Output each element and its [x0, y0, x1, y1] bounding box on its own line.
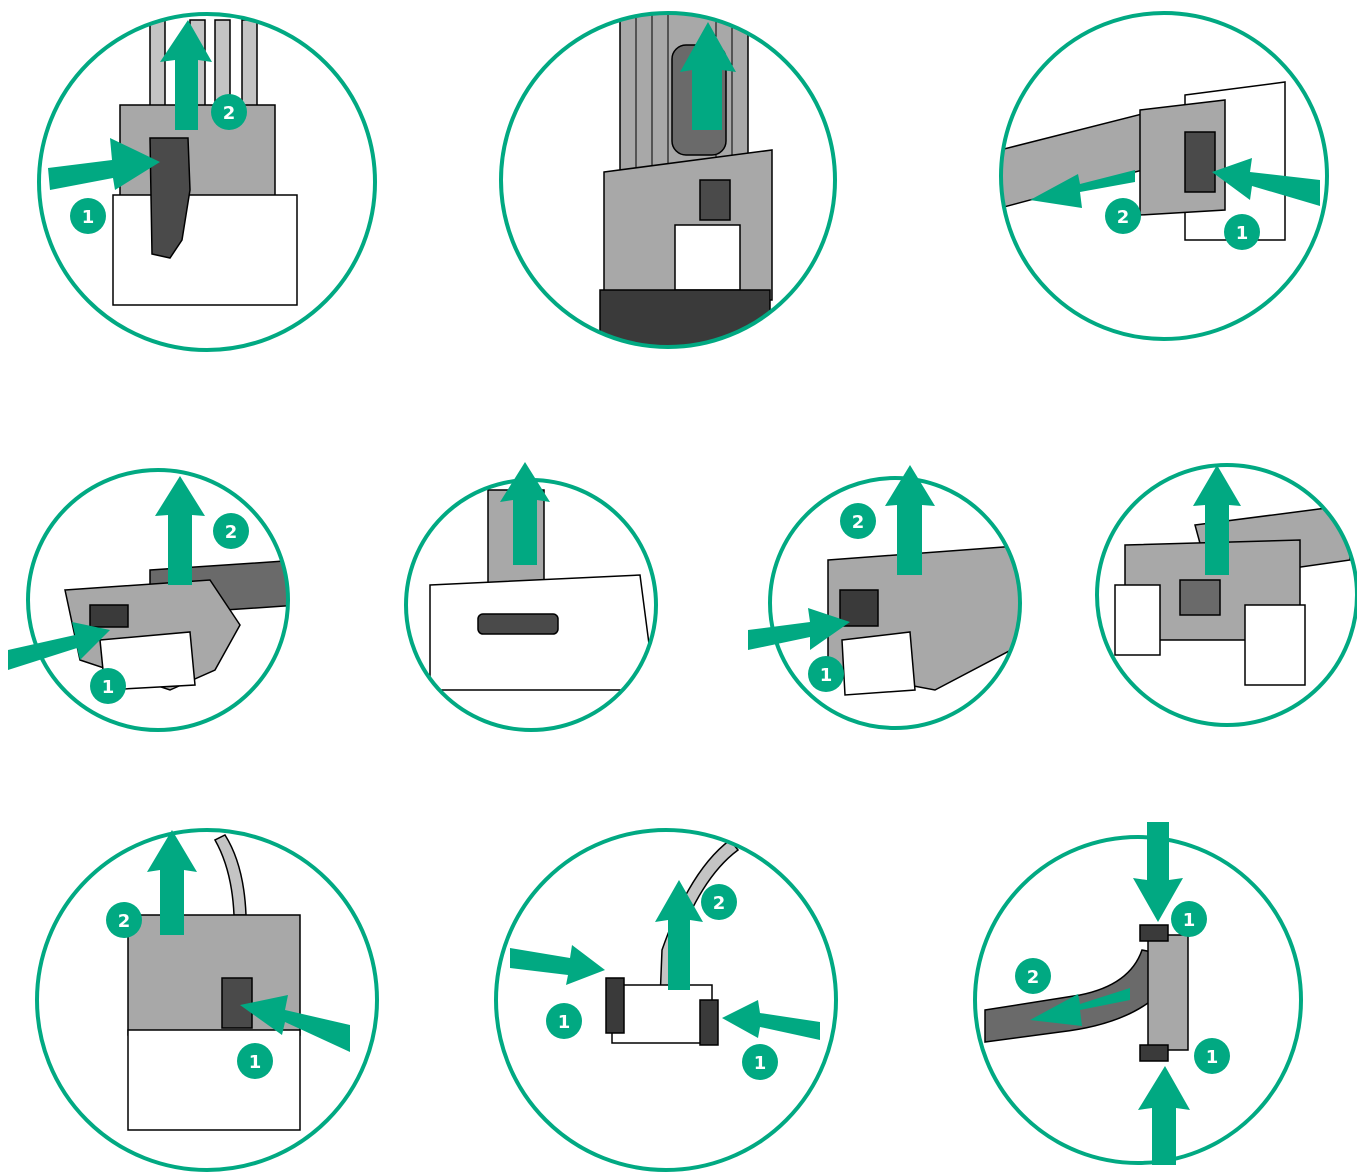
latch [478, 614, 558, 634]
svg-text:2: 2 [118, 911, 131, 932]
latch-tab [222, 978, 252, 1028]
step-badge-1: 1 [1194, 1038, 1230, 1074]
right-housing [1245, 605, 1305, 685]
svg-text:1: 1 [558, 1012, 571, 1033]
connector-body [612, 985, 712, 1043]
connector-header [113, 195, 297, 305]
svg-text:2: 2 [1117, 207, 1130, 228]
svg-text:2: 2 [1027, 967, 1040, 988]
svg-text:1: 1 [82, 207, 95, 228]
latch-bottom [1140, 1045, 1168, 1061]
socket [675, 225, 740, 290]
connector-body [1148, 935, 1188, 1050]
svg-text:1: 1 [1236, 223, 1249, 244]
svg-text:1: 1 [249, 1052, 262, 1073]
panel-3: 2 1 [1000, 13, 1327, 339]
panel-6: 2 1 [748, 465, 1030, 728]
step-badge-1: 1 [808, 656, 844, 692]
connector-header [128, 1030, 300, 1130]
step-badge-1: 1 [70, 198, 106, 234]
step-badge-1: 1 [546, 1003, 582, 1039]
svg-text:2: 2 [225, 522, 238, 543]
press-arrow-right [722, 1000, 820, 1040]
latch [1180, 580, 1220, 615]
svg-text:1: 1 [820, 665, 833, 686]
panel-10: 1 2 1 [975, 822, 1301, 1165]
latch [700, 180, 730, 220]
left-housing [1115, 585, 1160, 655]
press-arrow-left [510, 945, 605, 985]
latch-top [1140, 925, 1168, 941]
latch-right [700, 1000, 718, 1045]
step-badge-1: 1 [237, 1043, 273, 1079]
panel-7 [1097, 465, 1357, 725]
latch [1185, 132, 1215, 192]
step-badge-1: 1 [1224, 214, 1260, 250]
socket [842, 632, 915, 695]
panel-8: 2 1 [37, 830, 377, 1170]
latch-left [606, 978, 624, 1033]
step-badge-2: 2 [1015, 958, 1051, 994]
step-badge-2: 2 [840, 503, 876, 539]
svg-text:2: 2 [223, 103, 236, 124]
panel-9: 2 1 1 [496, 830, 836, 1170]
step-badge-2: 2 [701, 884, 737, 920]
step-badge-2: 2 [213, 513, 249, 549]
svg-text:1: 1 [1183, 910, 1196, 931]
panel-2 [501, 10, 835, 350]
panel-4: 2 1 [8, 470, 300, 730]
press-up-arrow [1138, 1066, 1190, 1165]
svg-text:2: 2 [713, 893, 726, 914]
latch [90, 605, 128, 627]
step-badge-1: 1 [1171, 901, 1207, 937]
cable [215, 835, 246, 915]
step-badge-1: 1 [90, 668, 126, 704]
svg-text:1: 1 [1206, 1047, 1219, 1068]
step-badge-1: 1 [742, 1044, 778, 1080]
step-badge-2: 2 [211, 94, 247, 130]
svg-text:2: 2 [852, 512, 865, 533]
panel-5 [406, 462, 656, 730]
svg-text:1: 1 [102, 677, 115, 698]
step-badge-2: 2 [106, 902, 142, 938]
step-badge-2: 2 [1105, 198, 1141, 234]
svg-text:1: 1 [754, 1053, 767, 1074]
panel-1: 1 2 [39, 14, 375, 350]
cable-bundle [150, 20, 257, 110]
